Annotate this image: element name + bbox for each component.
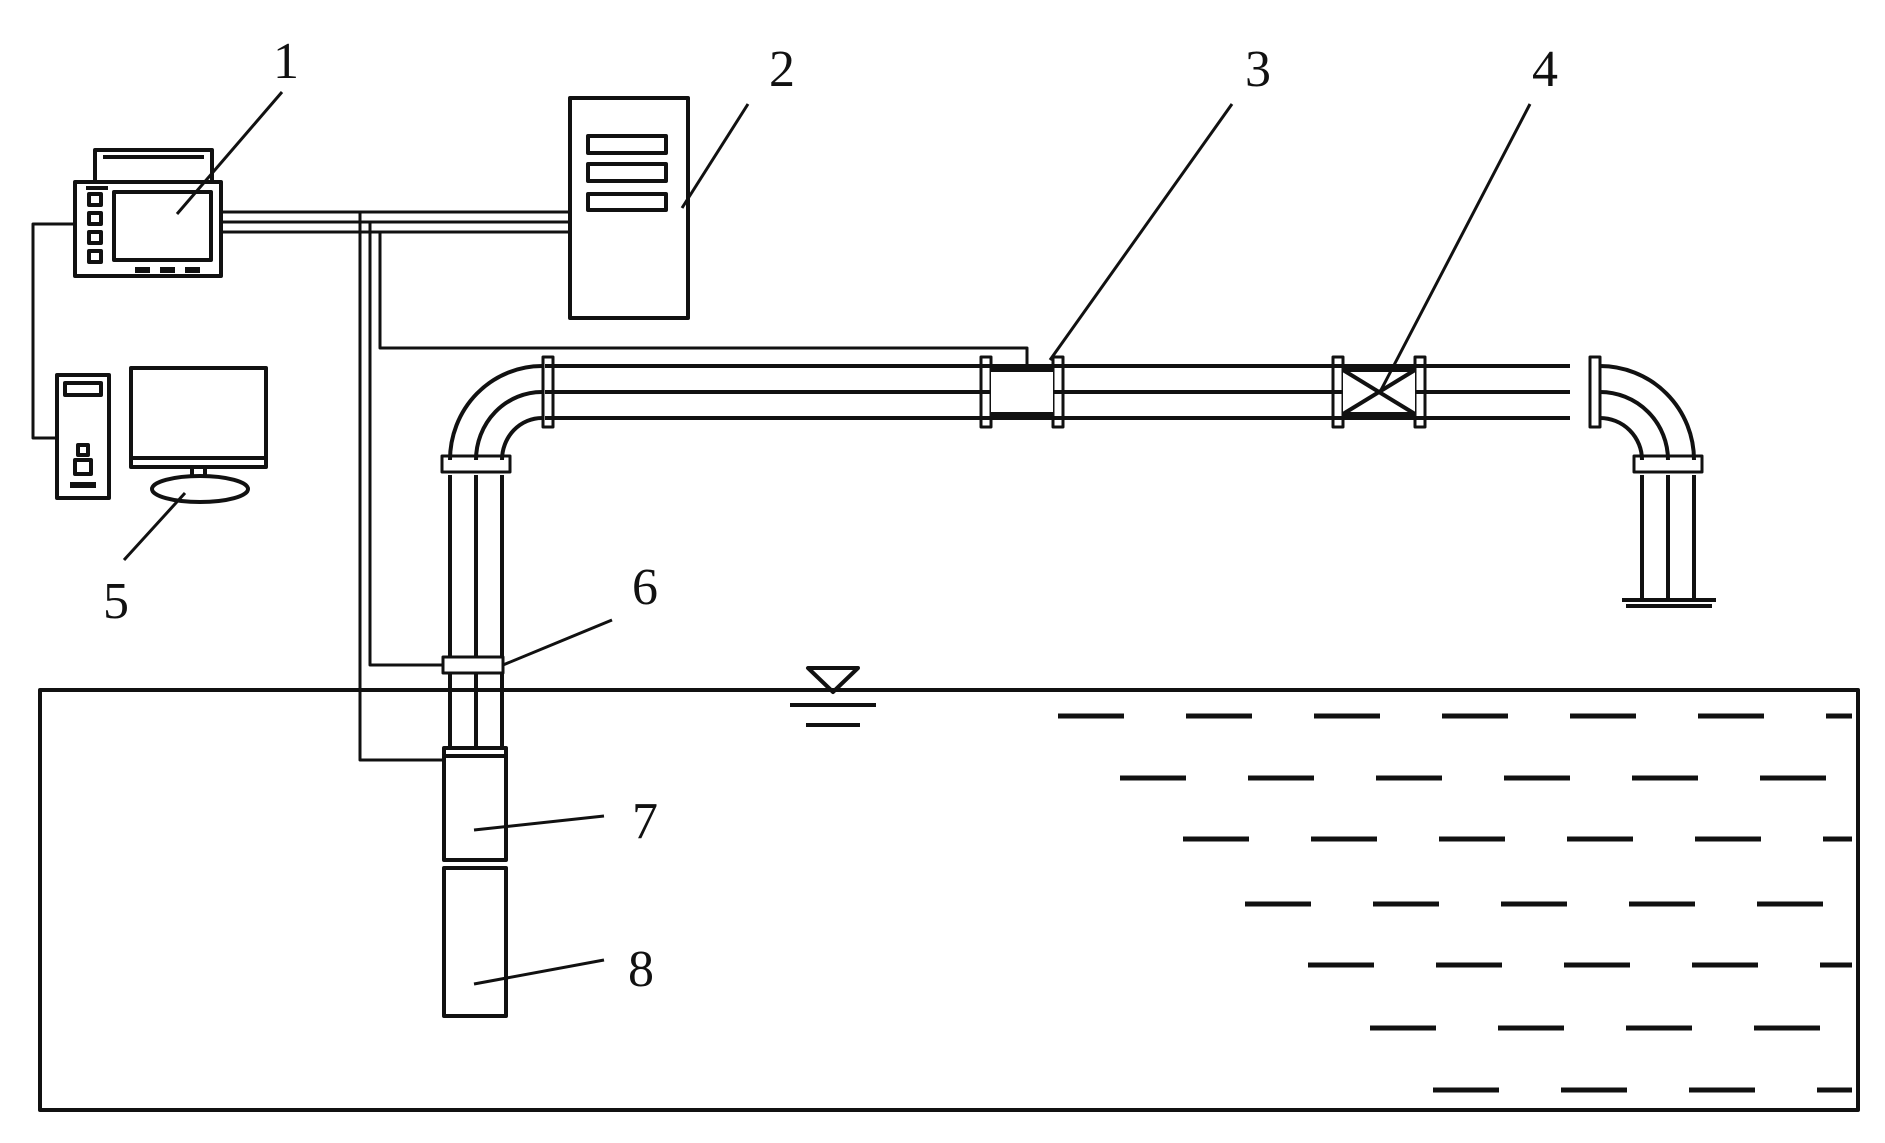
callout-6: 6	[632, 559, 658, 616]
flow-meter	[991, 368, 1053, 416]
callout-1: 1	[273, 33, 299, 90]
motor-body	[442, 866, 508, 1018]
callout-4: 4	[1532, 41, 1558, 98]
callout-labels: 1 2 3 4 5 6 7 8	[103, 33, 1558, 998]
pipe-flanges	[440, 355, 1704, 474]
callout-2: 2	[769, 41, 795, 98]
signal-cables	[31, 210, 1029, 762]
water-level-symbol	[790, 666, 876, 727]
water-wave-lines	[1058, 713, 1852, 1093]
computer-tower	[55, 373, 111, 500]
valve	[1341, 368, 1417, 416]
callout-5: 5	[103, 573, 129, 630]
computer-monitor	[129, 366, 268, 504]
data-acquisition-instrument	[73, 148, 223, 278]
callout-8: 8	[628, 941, 654, 998]
leader-lines	[122, 91, 1532, 986]
pressure-sensor	[441, 655, 505, 675]
callout-3: 3	[1245, 41, 1271, 98]
water-tank	[38, 688, 1860, 1112]
control-cabinet	[568, 96, 690, 320]
pump-body	[442, 746, 508, 870]
callout-7: 7	[632, 793, 658, 850]
